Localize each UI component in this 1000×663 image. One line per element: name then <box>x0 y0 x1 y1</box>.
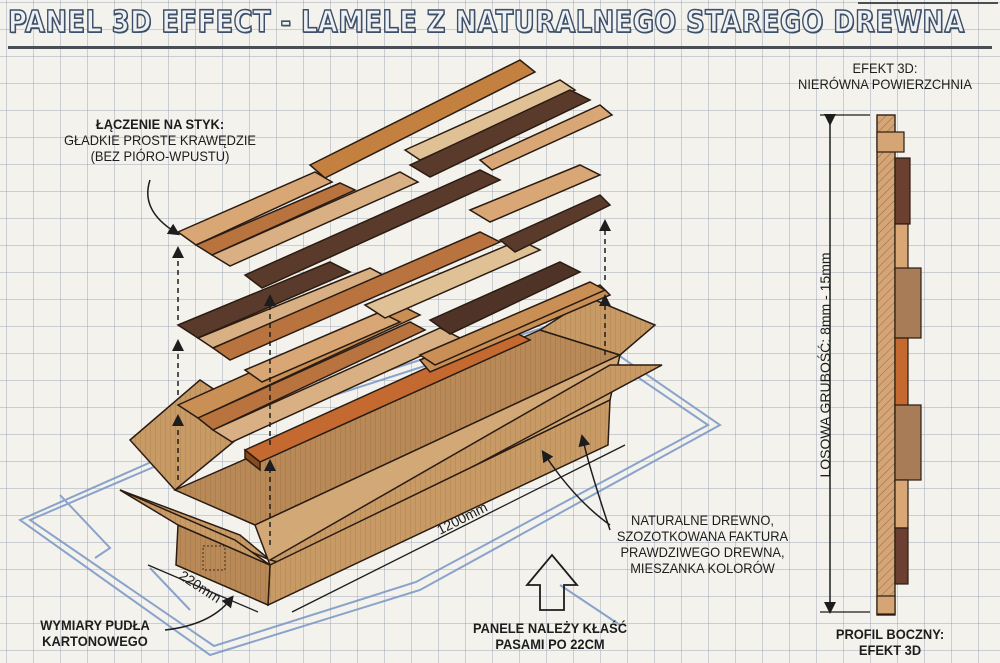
joint-line-1: GŁADKIE PROSTE KRAWĘDZIE <box>63 132 257 149</box>
laying-annotation: PANELE NALEŻY KŁAŚĆ PASAMI PO 22CM <box>449 620 651 652</box>
material-line-1: NATURALNE DREWNO, <box>631 512 774 528</box>
laying-line-2: PASAMI PO 22CM <box>495 636 605 653</box>
assembly-arrows <box>172 219 611 545</box>
box-line-1: WYMIARY PUDŁA <box>40 617 150 633</box>
effect-3d-line-1: EFEKT 3D: <box>852 60 918 76</box>
joint-annotation: ŁĄCZENIE NA STYK: GŁADKIE PROSTE KRAWĘDZ… <box>50 116 271 164</box>
side-profile-line-2: EFEKT 3D <box>858 642 922 659</box>
joint-line-2: (BEZ PIÓRO-WPUSTU) <box>90 148 230 165</box>
side-profile-line-1: PROFIL BOCZNY: <box>835 626 945 642</box>
dimension-lines <box>147 444 626 613</box>
thickness-annotation: LOSOWA GRUBOŚĆ: 8mm - 15mm <box>817 252 833 478</box>
material-line-2: SZOZOTKOWANA FAKTURA <box>616 528 789 545</box>
effect-3d-annotation: EFEKT 3D: NIERÓWNA POWIERZCHNIA <box>788 60 981 92</box>
title-top-rule <box>858 2 998 4</box>
side-profile-annotation: PROFIL BOCZNY: EFEKT 3D <box>807 626 973 658</box>
wood-panel-layer-top <box>176 59 614 289</box>
material-annotation: NATURALNE DREWNO, SZOZOTKOWANA FAKTURA P… <box>613 512 792 576</box>
box-line-2: KARTONOWEGO <box>42 633 148 650</box>
joint-heading: ŁĄCZENIE NA STYK: <box>95 116 225 132</box>
box-annotation: WYMIARY PUDŁA KARTONOWEGO <box>26 617 164 649</box>
laying-line-1: PANELE NALEŻY KŁAŚĆ <box>472 620 628 636</box>
material-line-4: MIESZANKA KOLORÓW <box>630 560 775 577</box>
effect-3d-line-2: NIERÓWNA POWIERZCHNIA <box>798 76 972 93</box>
leader-lines <box>147 179 611 631</box>
page-title: PANEL 3D EFFECT - LAMELE Z NATURALNEGO S… <box>7 4 965 41</box>
side-profile <box>820 114 922 616</box>
wood-panel-layer-middle <box>176 231 607 383</box>
material-line-3: PRAWDZIWEGO DREWNA, <box>620 544 785 561</box>
title-underline <box>8 46 992 49</box>
laying-direction-arrow-icon <box>525 553 579 611</box>
